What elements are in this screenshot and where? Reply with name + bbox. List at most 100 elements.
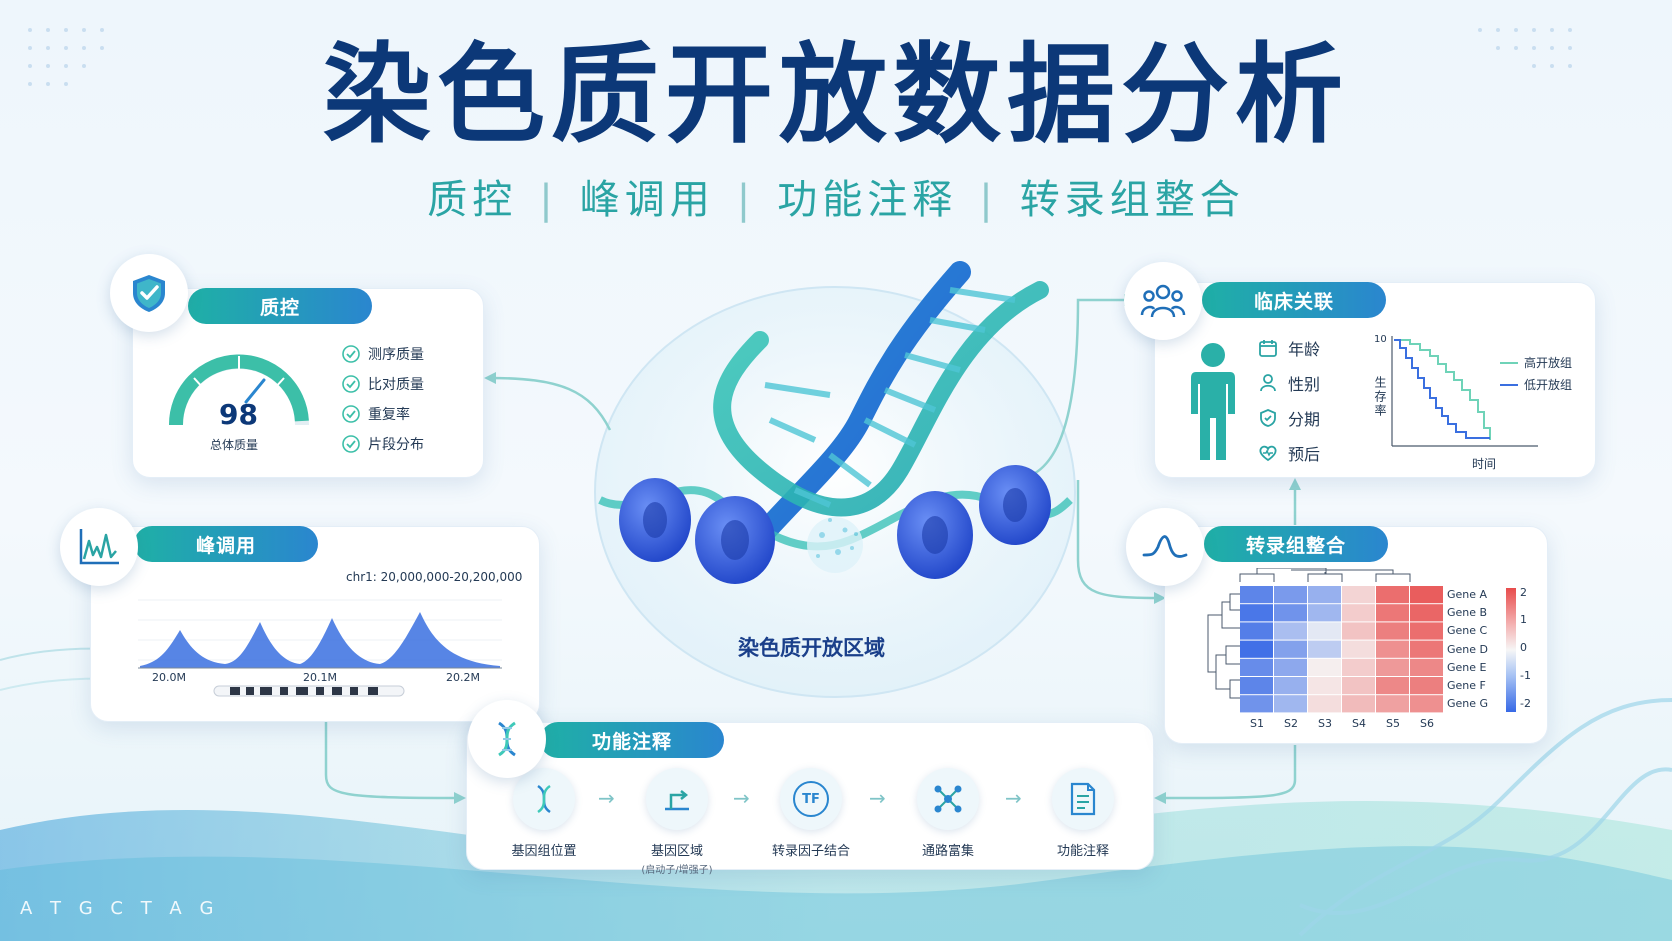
heatmap-scale-tick: 1 (1520, 613, 1527, 626)
clinical-header: 临床关联 (1202, 282, 1386, 318)
annotation-step-sublabel: (启动子/增强子) (641, 865, 713, 876)
peak-track (138, 599, 502, 697)
step-arrow-icon: → (1005, 786, 1022, 810)
heatmap-gene-label: Gene D (1447, 642, 1488, 656)
qc-item-label: 比对质量 (368, 377, 424, 393)
heatmap-gene-label: Gene G (1447, 697, 1489, 711)
heatmap-cell (1342, 677, 1375, 695)
center-label: 染色质开放区域 (738, 636, 885, 660)
heatmap-cell (1410, 695, 1443, 713)
clinical-item-label: 分期 (1288, 410, 1321, 429)
annotation-step-label: 基因组位置 (511, 844, 577, 859)
check-circle-icon (342, 435, 360, 453)
qc-gauge-label: 总体质量 (210, 438, 259, 452)
heatmap (1240, 586, 1443, 713)
clinical-item-stage: 分期 (1258, 406, 1320, 430)
heatmap-cell (1274, 677, 1307, 695)
peak-tick: 20.0M (152, 671, 186, 684)
heatmap-sample-label: S3 (1318, 717, 1332, 730)
peak-region: chr1: 20,000,000-20,200,000 (346, 570, 523, 584)
tf-icon: TF (793, 781, 829, 817)
heatmap-color-scale (1506, 588, 1516, 712)
annotation-step-circle (1052, 768, 1114, 830)
check-circle-icon (342, 375, 360, 393)
survival-curve-low (1394, 339, 1490, 439)
heatmap-cell (1240, 640, 1273, 658)
qc-header: 质控 (188, 288, 372, 324)
heatmap-cell (1376, 640, 1409, 658)
survival-chart (1391, 336, 1538, 447)
survival-y-top-tick: 10 (1374, 334, 1387, 345)
annotation-step-circle (917, 768, 979, 830)
heatmap-cell (1376, 604, 1409, 622)
annotation-header: 功能注释 (540, 722, 724, 758)
heatmap-cell (1274, 586, 1307, 604)
qc-item: 重复率 (342, 404, 410, 424)
heatmap-sample-label: S4 (1352, 717, 1366, 730)
survival-legend-item: 高开放组 (1500, 354, 1572, 371)
user-icon (1260, 374, 1276, 392)
subtitle-separator: | (736, 177, 756, 223)
heatmap-sample-label: S6 (1420, 717, 1434, 730)
promoter-arrow-icon (665, 790, 689, 811)
heatmap-cell (1240, 677, 1273, 695)
annotation-step-label: 通路富集 (921, 844, 974, 859)
heatmap-scale-tick: 2 (1520, 586, 1527, 599)
check-circle-icon (342, 345, 360, 363)
clinical-item-prognosis: 预后 (1258, 441, 1320, 465)
heatmap-scale-tick: -1 (1520, 669, 1531, 682)
calendar-icon (1259, 340, 1277, 357)
heatmap-cell (1274, 622, 1307, 640)
annotation-step-circle (513, 768, 575, 830)
qc-item-label: 片段分布 (368, 437, 424, 453)
heatmap-cell (1308, 604, 1341, 622)
annotation-step-label: 功能注释 (1056, 844, 1109, 859)
heatmap-scale-tick: -2 (1520, 697, 1531, 710)
heatmap-cell (1410, 640, 1443, 658)
annotation-step-genome-position: 基因组位置 (484, 768, 604, 859)
shield-check-icon (1260, 409, 1276, 427)
survival-legend-label: 低开放组 (1524, 378, 1573, 392)
heatmap-gene-label: Gene B (1447, 606, 1488, 620)
clinical-item-sex: 性别 (1258, 371, 1320, 395)
dna-icon (498, 721, 516, 757)
heatmap-cell (1240, 586, 1273, 604)
step-arrow-icon: → (598, 786, 615, 810)
annotation-step-circle: TF (780, 768, 842, 830)
survival-legend-label: 高开放组 (1524, 356, 1573, 370)
heatmap-cell (1410, 622, 1443, 640)
subtitle-separator: | (539, 177, 558, 223)
heatmap-cell (1274, 658, 1307, 676)
dna-helix-illustration (713, 261, 1049, 571)
peak-chart-icon (79, 529, 119, 565)
peak-header: 峰调用 (134, 526, 318, 562)
check-circle-icon (342, 405, 360, 423)
annotation-step-tf-binding: TF 转录因子结合 (751, 768, 871, 859)
heatmap-cell (1308, 640, 1341, 658)
heatmap-cell (1308, 586, 1341, 604)
clinical-item-label: 年龄 (1288, 340, 1321, 359)
heatmap-cell (1240, 604, 1273, 622)
heatmap-gene-label: Gene F (1447, 679, 1486, 692)
survival-legend-item: 低开放组 (1500, 376, 1572, 393)
heatmap-dendrogram (1207, 568, 1411, 699)
peak-signal (140, 612, 500, 668)
qc-gauge-score: 98 (219, 398, 258, 431)
subtitle-item-peak: 峰调用 (579, 177, 715, 223)
page-title: 染色质开放数据分析 (322, 33, 1349, 158)
transcriptome-header: 转录组整合 (1204, 526, 1388, 562)
legend-swatch (1500, 383, 1518, 386)
qc-item-label: 测序质量 (368, 347, 424, 363)
peak-tick: 20.1M (303, 671, 337, 684)
heatmap-cell (1376, 622, 1409, 640)
heatmap-cell (1376, 658, 1409, 676)
subtitle: 质控|峰调用|功能注释|转录组整合 (0, 176, 1672, 224)
peak-badge (60, 508, 138, 586)
heatmap-cell (1308, 622, 1341, 640)
survival-ylabel: 生存率 (1373, 376, 1387, 418)
annotation-step-circle (646, 768, 708, 830)
subtitle-item-annotation: 功能注释 (777, 177, 958, 223)
heatmap-cell (1342, 695, 1375, 713)
heatmap-cell (1240, 658, 1273, 676)
heatmap-cell (1240, 695, 1273, 713)
